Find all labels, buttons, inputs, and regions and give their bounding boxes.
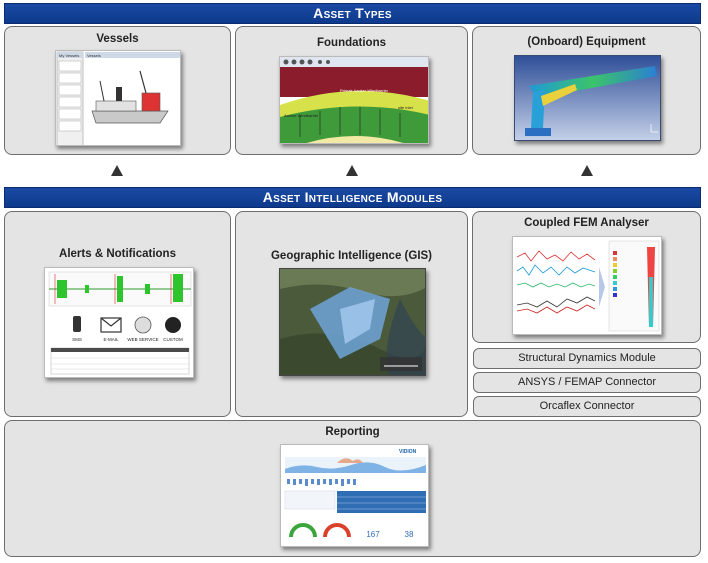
foundations-panel[interactable]: Foundations Primair Aanker Windbarrier A… [235, 26, 468, 155]
asset-types-banner-text: Asset Types [313, 5, 392, 21]
modules-banner-text: Asset Intelligence Modules [262, 189, 443, 205]
reporting-dashboard: VIDION 167 38 [281, 445, 428, 546]
orcaflex-panel[interactable]: Orcaflex Connector [473, 396, 701, 417]
custom-icon [165, 317, 181, 333]
channel-email: E-MAIL [103, 337, 119, 342]
arrow-up-icon-equipment [581, 165, 593, 176]
alerts-screenshot: SMS E-MAIL WEB SERVICE CUSTOM [45, 268, 193, 377]
alerts-panel[interactable]: Alerts & Notifications SMS E-MAIL WEB SE… [4, 211, 231, 417]
reporting-kpi-1: 167 [366, 530, 380, 539]
ansys-femap-panel[interactable]: ANSYS / FEMAP Connector [473, 372, 701, 393]
foundations-layer-2: Aanker Windbarrier [284, 113, 319, 118]
alerts-thumbnail: SMS E-MAIL WEB SERVICE CUSTOM [44, 267, 194, 378]
equipment-screenshot [515, 56, 660, 140]
channel-web-service: WEB SERVICE [127, 337, 158, 342]
equipment-thumbnail [514, 55, 661, 141]
reporting-brand: VIDION [399, 449, 417, 455]
vessels-thumbnail: My Vessels Vessels [55, 50, 181, 146]
fem-screenshot [513, 237, 661, 334]
reporting-panel[interactable]: Reporting VIDION 167 38 [4, 420, 701, 557]
foundations-thumbnail: Primair Aanker Windbarrier Aanker Windba… [279, 56, 429, 144]
reporting-kpi-2: 38 [405, 530, 414, 539]
gis-panel[interactable]: Geographic Intelligence (GIS) [235, 211, 468, 417]
modules-banner: Asset Intelligence Modules [4, 187, 701, 208]
channel-sms: SMS [72, 337, 82, 342]
alerts-title: Alerts & Notifications [59, 248, 176, 260]
equipment-panel[interactable]: (Onboard) Equipment [472, 26, 701, 155]
vessels-sidebar-title: My Vessels [59, 53, 79, 58]
foundations-layer-3: site inlet [398, 105, 414, 110]
foundations-layer-1: Primair Aanker Windbarrier [340, 88, 389, 93]
channel-custom: CUSTOM [163, 337, 183, 342]
gis-map [280, 269, 425, 375]
asset-types-banner: Asset Types [4, 3, 701, 24]
web-service-icon [134, 316, 152, 334]
reporting-title: Reporting [325, 426, 380, 438]
vessels-panel[interactable]: Vessels My Vessels Vessels [4, 26, 231, 155]
fem-panel[interactable]: Coupled FEM Analyser [472, 211, 701, 343]
fem-title: Coupled FEM Analyser [524, 217, 649, 229]
foundations-screenshot: Primair Aanker Windbarrier Aanker Windba… [280, 57, 428, 143]
vessels-window-title: Vessels [87, 53, 101, 58]
gis-thumbnail [279, 268, 426, 376]
phone-icon [73, 316, 81, 332]
vessels-screenshot: My Vessels Vessels [56, 51, 180, 145]
fem-thumbnail [512, 236, 662, 335]
equipment-title: (Onboard) Equipment [527, 36, 646, 48]
arrow-up-icon-foundations [346, 165, 358, 176]
arrow-up-icon-vessels [111, 165, 123, 176]
reporting-thumbnail: VIDION 167 38 [280, 444, 429, 547]
vessels-title: Vessels [96, 33, 139, 45]
structural-dynamics-panel[interactable]: Structural Dynamics Module [473, 348, 701, 369]
gis-title: Geographic Intelligence (GIS) [270, 250, 433, 262]
foundations-title: Foundations [317, 37, 386, 49]
